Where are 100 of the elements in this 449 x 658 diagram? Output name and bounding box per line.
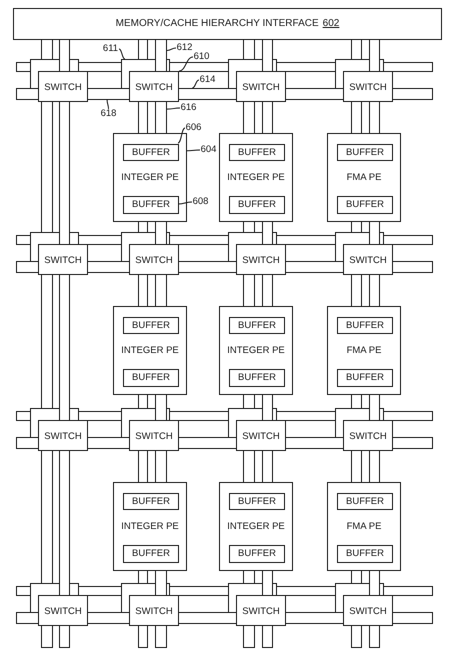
interconnect-channel <box>393 235 433 245</box>
stacked-switch-box <box>335 232 393 275</box>
stacked-switch-box <box>121 59 179 102</box>
interconnect-channel <box>179 62 228 72</box>
stacked-switch-box <box>335 583 393 626</box>
reference-numeral: 614 <box>199 75 216 85</box>
interconnect-channel <box>179 411 228 421</box>
stacked-switch-box <box>228 59 286 102</box>
reference-numeral: 604 <box>200 145 217 155</box>
interconnect-channel <box>262 626 273 648</box>
interconnect-channel <box>16 88 30 100</box>
interconnect-channel <box>88 586 121 596</box>
processing-element-box <box>327 482 401 571</box>
interconnect-channel <box>369 571 380 583</box>
interconnect-channel <box>262 571 273 583</box>
interconnect-channel <box>155 626 167 648</box>
interconnect-channel <box>138 222 148 232</box>
pe-label: FMA PE <box>346 345 382 356</box>
interface-box <box>13 8 442 40</box>
stacked-switch-box <box>228 408 286 451</box>
stacked-switch-box <box>30 232 88 275</box>
interconnect-channel <box>351 102 362 133</box>
interconnect-channel <box>41 626 53 648</box>
leader-line <box>178 202 192 204</box>
interconnect-channel <box>286 437 335 449</box>
buffer-box: BUFFER <box>229 545 285 563</box>
interconnect-channel <box>262 102 273 133</box>
buffer-box: BUFFER <box>123 369 179 387</box>
interconnect-channel <box>243 275 255 306</box>
reference-numeral: 618 <box>100 109 117 119</box>
interconnect-channel <box>393 586 433 596</box>
interconnect-channel <box>88 235 121 245</box>
interconnect-channel <box>138 102 148 133</box>
interconnect-channel <box>243 40 255 59</box>
interconnect-channel <box>16 235 30 245</box>
leader-line <box>178 128 186 144</box>
reference-numeral: 608 <box>192 197 209 207</box>
stacked-switch-box <box>121 408 179 451</box>
interconnect-channel <box>243 571 255 583</box>
interconnect-channel <box>286 411 335 421</box>
pe-label: FMA PE <box>346 172 382 183</box>
buffer-box: BUFFER <box>337 369 393 387</box>
interconnect-channel <box>138 626 148 648</box>
interconnect-channel <box>88 62 121 72</box>
interconnect-channel <box>393 411 433 421</box>
switch-label: SWITCH <box>348 82 388 93</box>
interconnect-channel <box>138 571 148 583</box>
interconnect-channel <box>286 612 335 624</box>
stacked-switch-box <box>30 583 88 626</box>
interconnect-channel <box>369 40 380 59</box>
interconnect-channel <box>88 261 121 273</box>
interconnect-channel <box>41 102 53 232</box>
switch-label: SWITCH <box>241 255 281 266</box>
interconnect-channel <box>16 437 30 449</box>
interconnect-channel <box>351 571 362 583</box>
buffer-box: BUFFER <box>229 144 285 161</box>
stacked-switch-box <box>228 583 286 626</box>
reference-numeral: 616 <box>180 103 197 113</box>
interconnect-channel <box>155 395 167 408</box>
interconnect-channel <box>262 451 273 482</box>
interconnect-channel <box>59 275 70 408</box>
interconnect-channel <box>41 275 53 408</box>
interconnect-channel <box>138 451 148 482</box>
switch-label: SWITCH <box>134 431 174 442</box>
interconnect-channel <box>351 222 362 232</box>
interconnect-channel <box>393 88 433 100</box>
interconnect-channel <box>286 261 335 273</box>
interconnect-channel <box>155 275 167 306</box>
interconnect-channel <box>369 275 380 306</box>
stacked-switch-box <box>335 59 393 102</box>
interconnect-channel <box>88 88 121 100</box>
interconnect-channel <box>243 451 255 482</box>
interconnect-channel <box>59 102 70 232</box>
interconnect-channel <box>243 395 255 408</box>
stacked-switch-box <box>121 232 179 275</box>
interconnect-channel <box>262 40 273 59</box>
interconnect-channel <box>41 40 53 59</box>
buffer-box: BUFFER <box>337 196 393 214</box>
buffer-box: BUFFER <box>229 317 285 334</box>
interconnect-channel <box>179 437 228 449</box>
interconnect-channel <box>59 626 70 648</box>
interconnect-channel <box>393 261 433 273</box>
stacked-switch-box <box>228 232 286 275</box>
buffer-box: BUFFER <box>337 144 393 161</box>
pe-label: INTEGER PE <box>120 345 180 356</box>
interconnect-channel <box>351 451 362 482</box>
stacked-switch-box <box>30 408 88 451</box>
interconnect-channel <box>243 222 255 232</box>
reference-numeral: 612 <box>176 43 193 53</box>
buffer-box: BUFFER <box>229 493 285 510</box>
interconnect-channel <box>16 411 30 421</box>
buffer-box: BUFFER <box>337 545 393 563</box>
switch-label: SWITCH <box>348 255 388 266</box>
interconnect-channel <box>138 275 148 306</box>
interconnect-channel <box>369 222 380 232</box>
processing-element-box <box>219 306 293 395</box>
buffer-box: BUFFER <box>123 317 179 334</box>
interconnect-channel <box>138 40 148 59</box>
interconnect-channel <box>155 222 167 232</box>
interconnect-channel <box>88 612 121 624</box>
